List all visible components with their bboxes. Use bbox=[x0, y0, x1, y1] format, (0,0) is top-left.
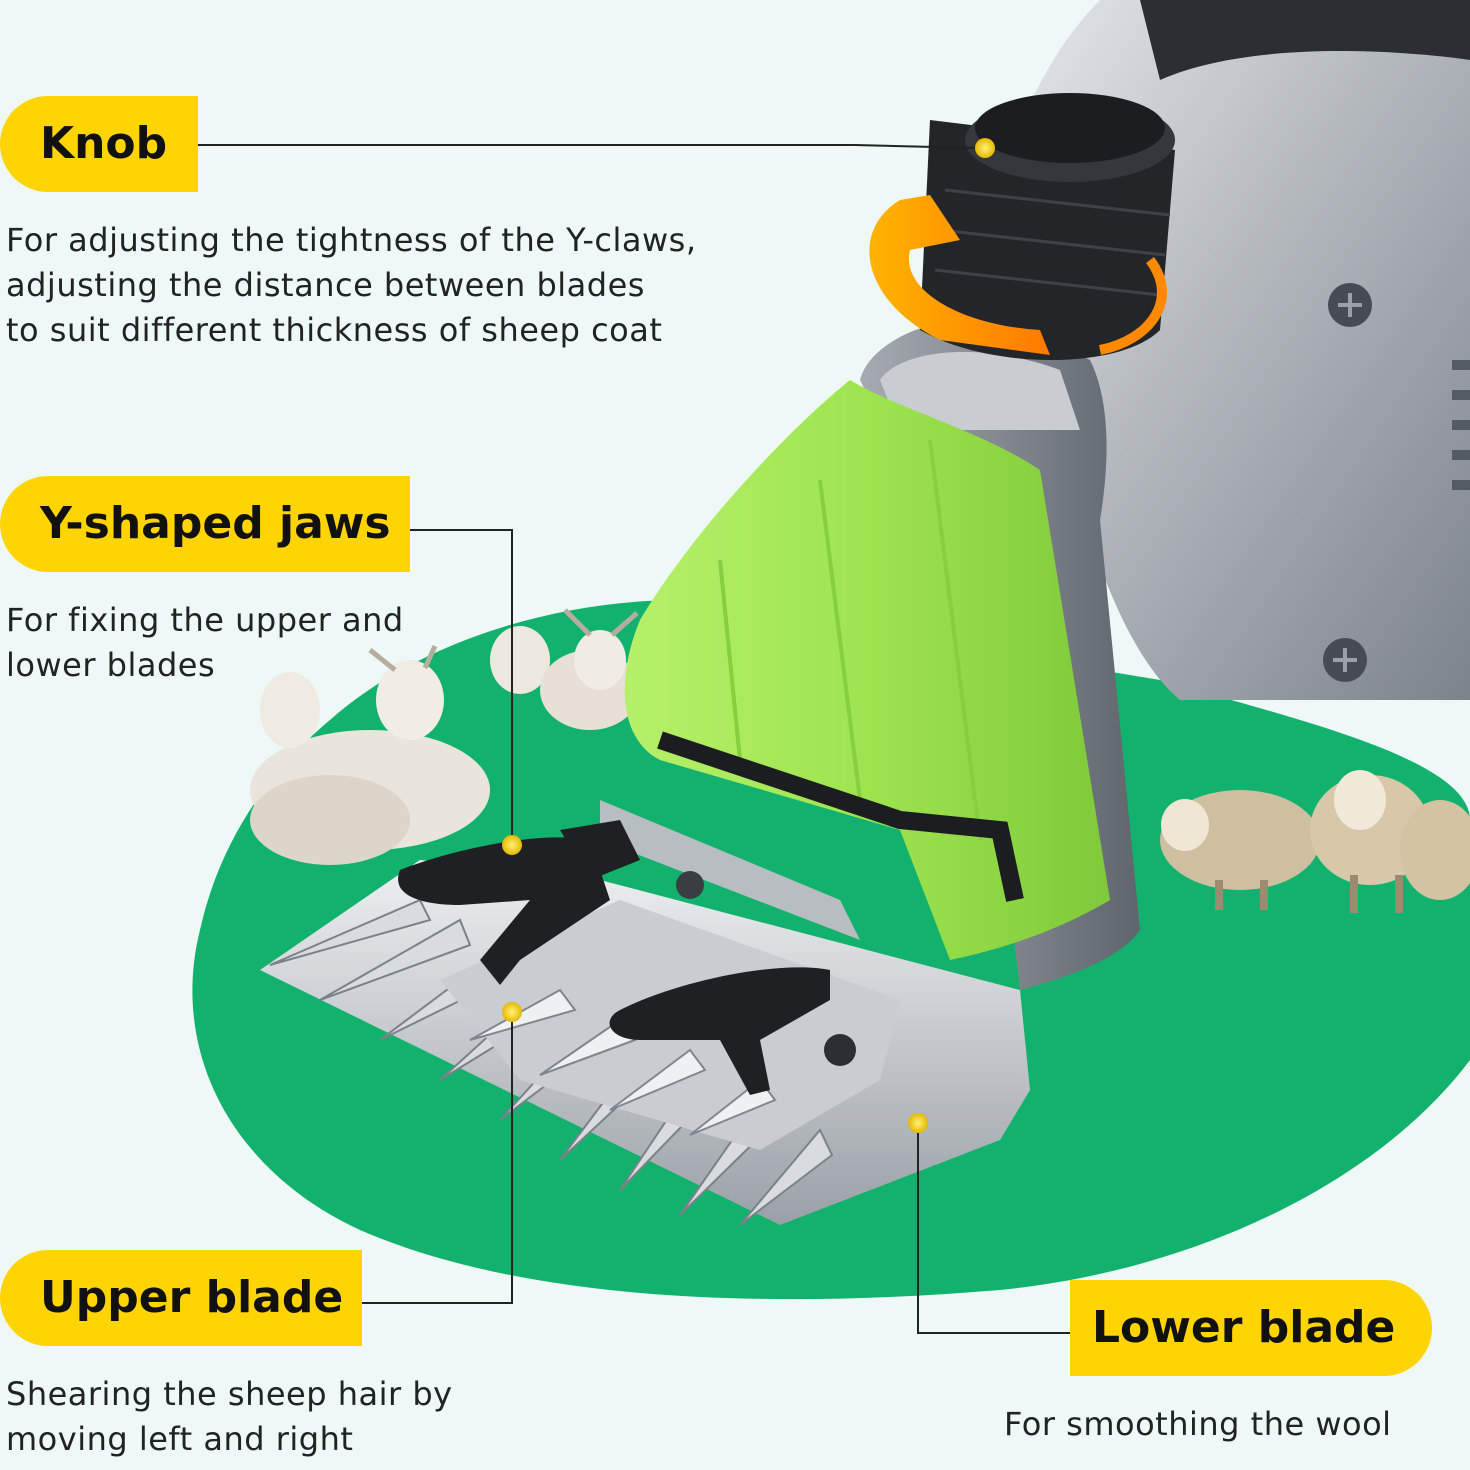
upper-blade-description-line: Shearing the sheep hair by bbox=[6, 1375, 453, 1413]
upper-blade-label: Upper blade bbox=[0, 1250, 362, 1346]
y-shaped-jaws-description: For fixing the upper and lower blades bbox=[6, 598, 404, 688]
upper-blade-description: Shearing the sheep hair by moving left a… bbox=[6, 1372, 453, 1462]
lower-blade-description-line: For smoothing the wool bbox=[1004, 1405, 1392, 1443]
knob-description: For adjusting the tightness of the Y-cla… bbox=[6, 218, 697, 353]
green-cover bbox=[624, 380, 1110, 960]
rotate-arrow-icon bbox=[869, 195, 1050, 355]
knob-description-line: to suit different thickness of sheep coa… bbox=[6, 311, 663, 349]
jaws-marker-dot bbox=[502, 835, 522, 855]
jaws-description-line: lower blades bbox=[6, 646, 216, 684]
sheep-illustration bbox=[1160, 770, 1470, 913]
knob-marker-dot bbox=[975, 138, 995, 158]
y-jaws-illustration bbox=[398, 800, 860, 1095]
knob-description-line: adjusting the distance between blades bbox=[6, 266, 645, 304]
goats-illustration bbox=[250, 608, 640, 865]
knob-illustration bbox=[869, 93, 1175, 360]
upper-blade-description-line: moving left and right bbox=[6, 1420, 354, 1458]
knob-description-line: For adjusting the tightness of the Y-cla… bbox=[6, 221, 697, 259]
jaws-description-line: For fixing the upper and bbox=[6, 601, 404, 639]
y-shaped-jaws-label: Y-shaped jaws bbox=[0, 476, 410, 572]
knob-label: Knob bbox=[0, 96, 198, 192]
upper-blade-marker-dot bbox=[502, 1002, 522, 1022]
callout-lines bbox=[198, 144, 1070, 1334]
lower-blade-marker-dot bbox=[908, 1113, 928, 1133]
lower-blade-description: For smoothing the wool bbox=[1004, 1402, 1392, 1447]
lower-blade-label: Lower blade bbox=[1070, 1280, 1432, 1376]
